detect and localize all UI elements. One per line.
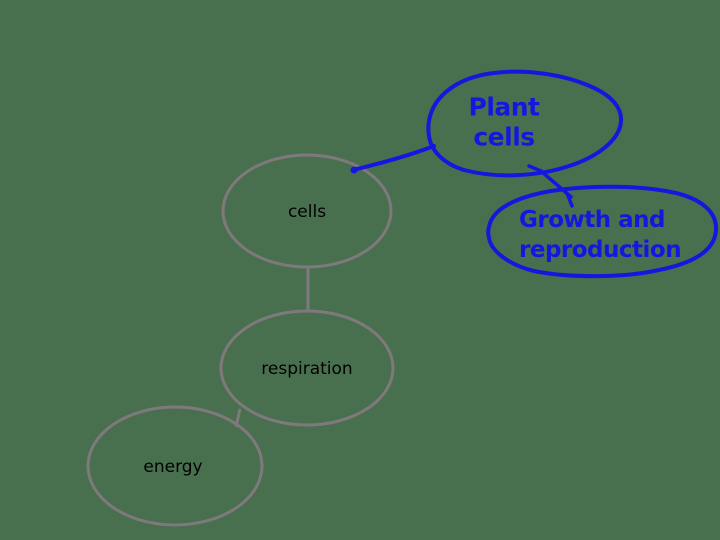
node-label-respiration[interactable]: respiration [261, 358, 353, 379]
node-label-energy[interactable]: energy [143, 456, 203, 477]
node-label-growth-reproduction[interactable]: Growth and reproduction [519, 207, 682, 263]
node-label-cells[interactable]: cells [287, 201, 327, 222]
node-ellipse-cells[interactable] [221, 153, 393, 269]
link-plantcells-cells-endpoint [350, 166, 358, 174]
node-ellipse-respiration[interactable] [219, 309, 395, 427]
arrow-tick [565, 191, 574, 208]
node-label-plant-cells[interactable]: Plant cells [468, 92, 540, 152]
node-ellipse-plant-cells[interactable] [426, 69, 624, 178]
link-plantcells-cells[interactable] [351, 144, 436, 172]
node-ellipse-energy[interactable] [86, 405, 264, 527]
node-ellipse-growth-reproduction[interactable] [486, 184, 719, 279]
link-plantcells-growth[interactable] [527, 164, 574, 208]
arrow-barb [527, 164, 543, 173]
